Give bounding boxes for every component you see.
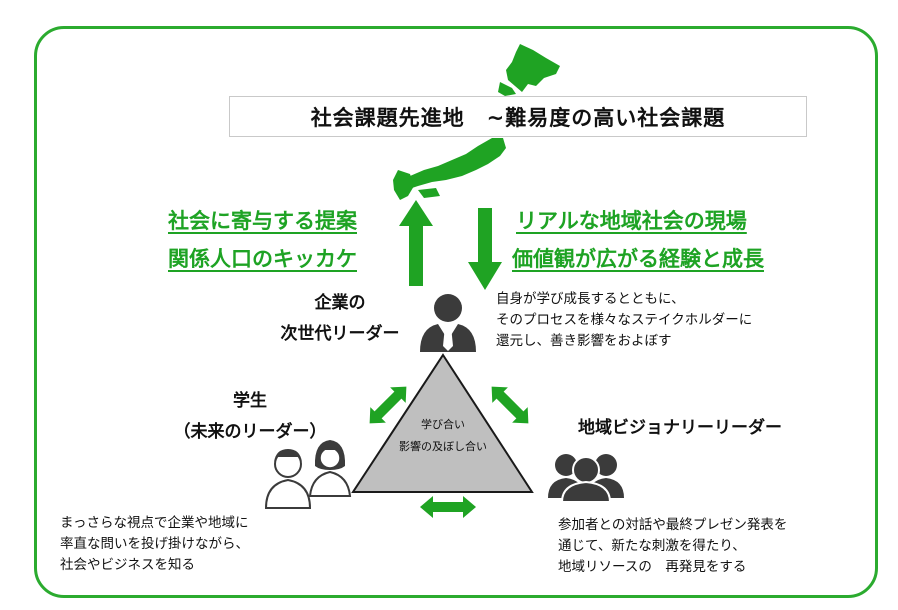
corporate-label-line2: 次世代リーダー bbox=[280, 324, 400, 344]
student-label: 学生 （未来のリーダー） bbox=[160, 386, 340, 448]
triangle-line2: 影響の及ぼし合い bbox=[399, 440, 487, 453]
page-title: 社会課題先進地 ~難易度の高い社会課題 bbox=[310, 105, 726, 130]
students-icon bbox=[264, 440, 352, 509]
regional-desc-line2: 通じて、新たな刺激を得たり、 bbox=[558, 538, 746, 554]
regional-desc-line1: 参加者との対話や最終プレゼン発表を bbox=[558, 517, 788, 533]
right-heading-line2: 価値観が広がる経験と成長 bbox=[512, 247, 764, 271]
regional-desc-line3: 地域リソースの 再発見をする bbox=[558, 559, 747, 575]
left-heading-line2: 関係人口のキッカケ bbox=[168, 247, 357, 271]
regional-label: 地域ビジョナリーリーダー bbox=[578, 418, 782, 438]
student-description: まっさらな視点で企業や地域に 率直な問いを投げ掛けながら、 社会やビジネスを知る bbox=[60, 513, 249, 576]
double-arrows bbox=[369, 386, 529, 518]
corporate-desc-line3: 還元し、善き影響をおよぼす bbox=[496, 333, 672, 349]
triangle-line1: 学び合い bbox=[421, 418, 465, 431]
left-heading-line1: 社会に寄与する提案 bbox=[168, 209, 357, 233]
student-desc-line3: 社会やビジネスを知る bbox=[60, 557, 195, 573]
student-desc-line1: まっさらな視点で企業や地域に bbox=[60, 515, 249, 531]
student-label-line1: 学生 bbox=[233, 391, 267, 411]
corporate-label-line1: 企業の bbox=[314, 293, 366, 313]
outer-frame bbox=[34, 26, 878, 598]
student-desc-line2: 率直な問いを投げ掛けながら、 bbox=[60, 536, 249, 552]
corporate-desc-line2: そのプロセスを様々なステイクホルダーに bbox=[496, 312, 753, 328]
japan-map-icon bbox=[393, 44, 560, 200]
businessman-icon bbox=[420, 294, 476, 352]
right-heading-line1: リアルな地域社会の現場 bbox=[516, 209, 747, 233]
corporate-desc-line1: 自身が学び成長するとともに、 bbox=[496, 291, 685, 307]
corporate-description: 自身が学び成長するとともに、 そのプロセスを様々なステイクホルダーに 還元し、善… bbox=[496, 289, 752, 352]
student-label-line2: （未来のリーダー） bbox=[173, 422, 327, 442]
triangle-label: 学び合い 影響の及ぼし合い bbox=[393, 414, 493, 458]
group-leaders-icon bbox=[548, 454, 624, 503]
corporate-label: 企業の 次世代リーダー bbox=[270, 288, 410, 350]
title-box: 社会課題先進地 ~難易度の高い社会課題 bbox=[229, 96, 807, 137]
regional-description: 参加者との対話や最終プレゼン発表を 通じて、新たな刺激を得たり、 地域リソースの… bbox=[558, 515, 787, 578]
